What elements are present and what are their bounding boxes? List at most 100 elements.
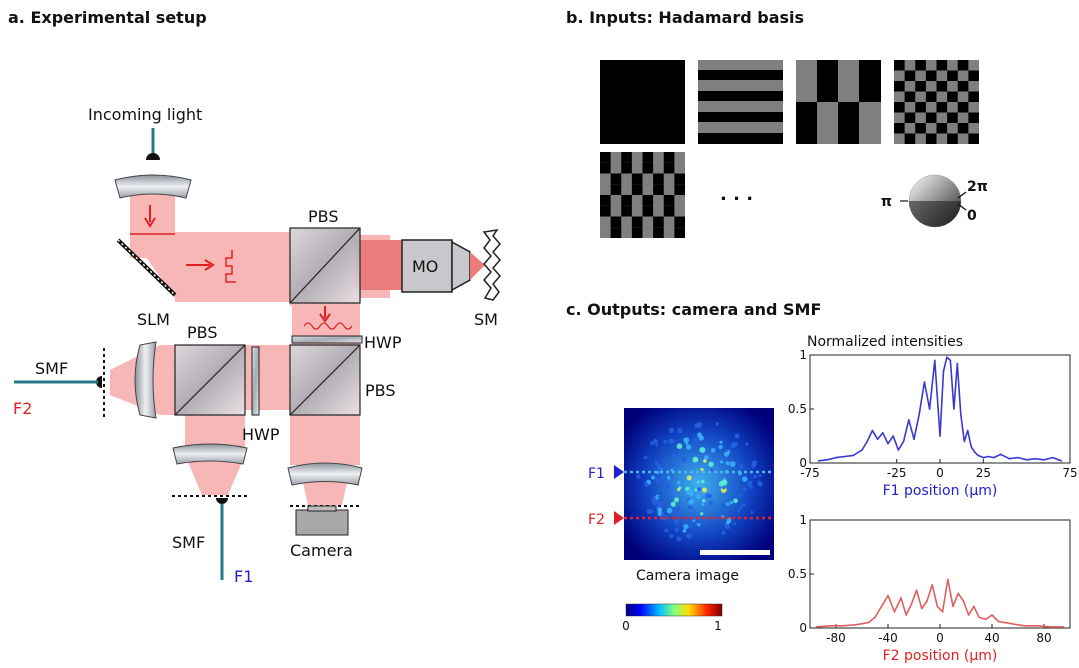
f2-data-point	[854, 623, 857, 626]
f1-data-point	[934, 359, 936, 362]
phase-colormap-disc	[900, 174, 967, 228]
f1-xtick-label: 75	[1062, 466, 1077, 480]
f1-data-point	[826, 458, 829, 461]
f2-data-point	[1010, 622, 1013, 625]
f2-ytick-label: 0.5	[788, 567, 807, 581]
f1-data-point	[1017, 456, 1019, 459]
f2-data-point	[1036, 625, 1039, 627]
f1-data-point	[897, 449, 900, 451]
f2-data-point	[997, 620, 1000, 623]
speckle-wave-icon	[303, 322, 353, 330]
f2-data-point	[941, 611, 944, 613]
f1-data-point	[866, 440, 868, 443]
hadamard-pattern-3	[796, 60, 881, 144]
f1-data-point	[902, 440, 905, 443]
f2-ytick-label: 1	[799, 513, 807, 527]
pbs-left-label: PBS	[187, 323, 218, 342]
f1-ytick-label: 1	[799, 348, 807, 362]
speckle-pattern	[636, 422, 763, 542]
f1-data-point	[928, 408, 931, 410]
f2-data-point	[978, 616, 980, 618]
f1-data-point	[852, 454, 855, 457]
f2-xtick-label: 80	[1036, 631, 1051, 645]
camera-lens	[287, 462, 363, 486]
hwp-top-label: HWP	[364, 333, 402, 352]
f2-data-point	[900, 596, 902, 599]
setup-diagram: Incoming light SLM PBS MO	[13, 105, 501, 586]
slm-label: SLM	[137, 310, 170, 329]
f1-data-point	[835, 456, 837, 459]
f2-xtick-label: -80	[826, 631, 846, 645]
f2-xtick-label: 40	[984, 631, 999, 645]
f1-data-point	[1034, 457, 1037, 460]
smf-f2-tip	[96, 376, 102, 388]
f1-data-point	[999, 453, 1002, 456]
f1-data-point	[843, 455, 846, 458]
input-fiber-tip	[146, 153, 160, 160]
slm	[116, 238, 177, 297]
f2-line-label: F2	[588, 512, 605, 528]
f2-label: F2	[13, 399, 32, 418]
colorbar-max: 1	[714, 619, 722, 633]
f2-data-point	[1062, 626, 1065, 628]
f2-data-point	[893, 611, 896, 613]
f1-data-point	[1025, 458, 1028, 461]
smf-f1-tip	[216, 498, 228, 504]
collimating-lens	[114, 174, 192, 199]
f2-data-point	[952, 605, 954, 608]
hadamard-pattern-1	[600, 60, 685, 144]
f1-label: F1	[234, 567, 253, 586]
f1-data-point	[876, 438, 879, 441]
f1-data-point	[977, 454, 979, 457]
phase-profile-icon	[225, 250, 236, 283]
microscope-objective	[401, 239, 471, 293]
f1-data-point	[1051, 456, 1054, 459]
f2-data-point	[1049, 626, 1052, 628]
pbs-top-label: PBS	[308, 207, 339, 226]
f1-data-point	[923, 381, 926, 383]
f1-data-point	[982, 456, 985, 459]
f2-ytick-label: 0	[799, 621, 807, 635]
plot-title: Normalized intensities	[807, 334, 963, 350]
f2-data-point	[973, 605, 975, 608]
f1-data-point	[942, 370, 945, 373]
f2-data-point	[926, 600, 928, 602]
colorbar-min: 0	[622, 619, 630, 633]
f1-data-point	[956, 362, 959, 365]
f1-xlabel: F1 position (µm)	[883, 483, 998, 499]
f1-data-point	[966, 429, 969, 432]
pbs-top	[289, 227, 361, 304]
f2-data-point	[887, 594, 889, 597]
f2-data-point	[984, 618, 987, 621]
f1-data-point	[1008, 457, 1011, 460]
f1-data-point	[946, 356, 948, 358]
f1-ytick-label: 0.5	[788, 402, 807, 416]
camera-label: Camera	[290, 541, 353, 560]
hadamard-pattern-4	[894, 60, 979, 144]
f2-data-point	[867, 621, 870, 624]
f2-data-point	[1023, 625, 1026, 627]
f2-data-point	[957, 592, 959, 595]
pbs-right	[289, 344, 361, 416]
f1-data-point	[908, 419, 910, 421]
f2-data-point	[874, 616, 876, 618]
f1-data-point	[882, 431, 884, 434]
f2-data-point	[947, 578, 949, 581]
f2-data-point	[936, 605, 939, 608]
pbs-left	[174, 344, 246, 416]
f2-data-point	[905, 614, 907, 616]
f2-data-point	[991, 614, 993, 616]
f1-xtick-label: 0	[936, 466, 944, 480]
f1-xtick-label: 25	[976, 466, 991, 480]
f1-xtick-label: -25	[887, 466, 907, 480]
f1-data-point	[949, 359, 952, 362]
f1-data-point	[817, 460, 820, 462]
f1-data-point	[987, 455, 990, 458]
f2-data-point	[931, 584, 933, 586]
f2-data-point	[967, 614, 970, 616]
smf-f2-label: SMF	[35, 359, 68, 378]
f1-data-point	[953, 408, 955, 410]
